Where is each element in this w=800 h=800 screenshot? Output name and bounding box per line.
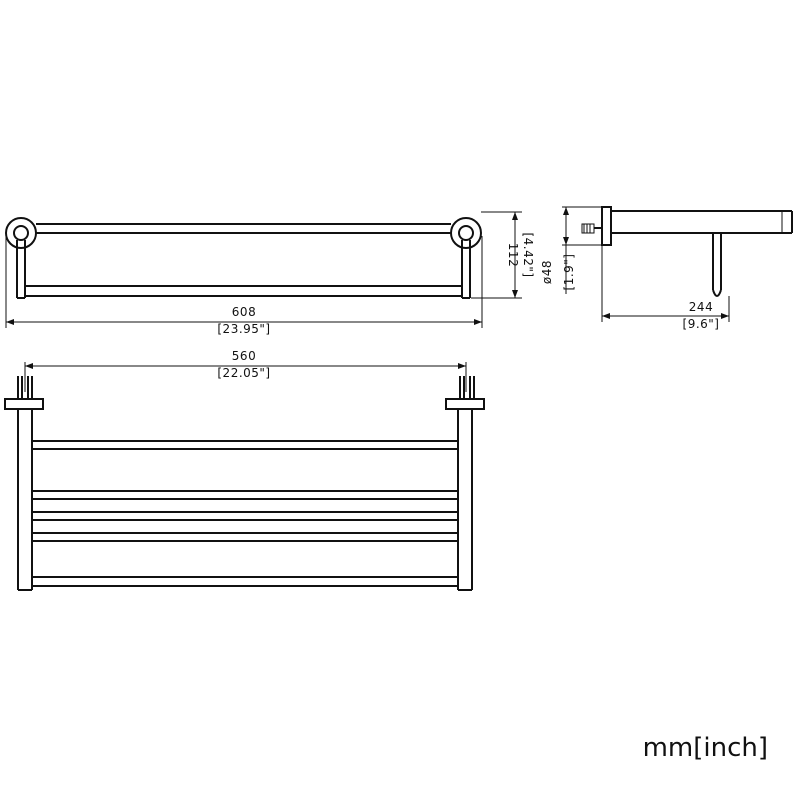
dim-112-in: [4.42"]: [521, 232, 535, 277]
side-view: ø48 [1.9"] 244 [9.6"]: [540, 206, 793, 331]
dim-48-in: [1.9"]: [562, 254, 576, 291]
dim-560-in: [22.05"]: [217, 366, 270, 380]
left-flange-inner: [13, 225, 29, 241]
dim-112-mm: 112: [506, 243, 520, 267]
dim-608-arrow-right: [474, 319, 482, 325]
left-wall-plate: [4, 398, 44, 410]
right-flange: [450, 217, 482, 249]
top-view: 560 [22.05"]: [4, 349, 485, 591]
dim-244-arrow-right: [721, 313, 729, 319]
dim-560-arrow-left: [25, 363, 33, 369]
hanging-bar-bottom: [712, 289, 722, 297]
dim-608-arrow-left: [6, 319, 14, 325]
dim-560-arrow-right: [458, 363, 466, 369]
dim-560-mm: 560: [232, 349, 256, 363]
units-label: mm[inch]: [643, 733, 768, 763]
dim-244-mm: 244: [689, 300, 713, 314]
dim-48-mm: ø48: [540, 260, 554, 284]
shelf-bars: [32, 440, 458, 587]
left-flange: [5, 217, 37, 249]
dim-608-mm: 608: [232, 305, 256, 319]
dim-608-in: [23.95"]: [217, 322, 270, 336]
dim-48-arrow-bottom: [563, 237, 569, 245]
dim-112-arrow-bottom: [512, 290, 518, 298]
dim-244-arrow-left: [602, 313, 610, 319]
wall-flange: [601, 206, 612, 246]
dim-112-arrow-top: [512, 212, 518, 220]
dim-48-arrow-top: [563, 207, 569, 215]
right-wall-plate: [445, 398, 485, 410]
right-flange-inner: [458, 225, 474, 241]
dim-244-in: [9.6"]: [683, 317, 720, 331]
front-view: 608 [23.95"] 112 [4.42"]: [5, 211, 535, 336]
